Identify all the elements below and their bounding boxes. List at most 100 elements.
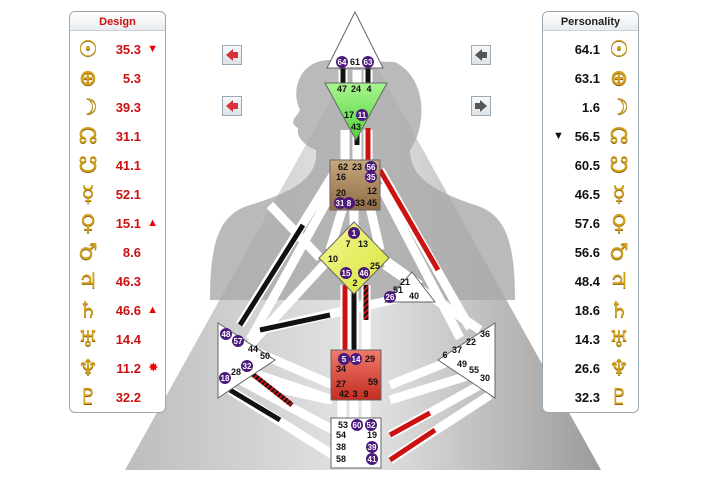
gate-label: 49: [457, 359, 467, 369]
gate-value: 14.3: [574, 332, 600, 347]
gate-label: 25: [370, 261, 380, 271]
fixing-marker: ▲: [147, 304, 158, 316]
personality-planet-row[interactable]: ☋60.5: [543, 151, 638, 180]
design-prev-button[interactable]: [222, 45, 242, 65]
arrow-left-icon: [226, 49, 238, 61]
gate-value: 26.6: [574, 361, 600, 376]
gate-label: 31: [336, 199, 345, 208]
arrow-left-icon: [475, 49, 487, 61]
design-next-button[interactable]: [222, 96, 242, 116]
personality-planet-row[interactable]: ☽1.6: [543, 93, 638, 122]
design-planet-row[interactable]: ⊕5.3: [70, 64, 165, 93]
design-planet-row[interactable]: ♆11.2✸: [70, 354, 165, 383]
gate-marker: [220, 328, 232, 340]
gate-value: 46.6: [115, 303, 141, 318]
gate-value: 57.6: [574, 216, 600, 231]
personality-planet-row[interactable]: ☉ 64.1: [543, 35, 638, 64]
root-gates: 53 60 52 54 19 38 39 58 41: [336, 419, 378, 465]
sun-icon: ☉: [609, 37, 629, 62]
fixing-marker: ▲: [147, 217, 158, 229]
personality-planet-row[interactable]: ♄18.6: [543, 296, 638, 325]
gate-marker: [384, 291, 396, 303]
gate-label: 29: [365, 354, 375, 364]
gate-marker: [348, 227, 360, 239]
gate-label: 5: [342, 355, 347, 364]
gate-marker: [343, 197, 355, 209]
personality-planet-row[interactable]: ♇32.3: [543, 383, 638, 412]
design-planet-row[interactable]: ♂8.6: [70, 238, 165, 267]
ajna-gates: 47 24 4 17 11 43: [337, 84, 372, 132]
fixing-marker: ▼: [553, 130, 564, 142]
gate-value: 39.3: [115, 100, 141, 115]
gate-label: 9: [363, 389, 368, 399]
gate-label: 43: [351, 122, 361, 132]
neptune-icon: ♆: [78, 356, 98, 381]
gate-value: 60.5: [574, 158, 600, 173]
jupiter-icon: ♃: [78, 269, 98, 294]
gate-label: 40: [409, 291, 419, 301]
design-planet-row[interactable]: ♃46.3: [70, 267, 165, 296]
gate-value: 31.1: [115, 129, 141, 144]
arrow-right-icon: [475, 100, 487, 112]
gate-label: 6: [442, 350, 447, 360]
gate-value: 64.1: [574, 42, 600, 57]
gate-label: 52: [367, 421, 376, 430]
gate-label: 1: [352, 229, 357, 238]
personality-planet-row[interactable]: ♂56.6: [543, 238, 638, 267]
south-node-icon: ☋: [78, 153, 98, 178]
gate-value: 14.4: [115, 332, 141, 347]
gate-label: 38: [336, 442, 346, 452]
gate-label: 7: [345, 239, 350, 249]
pluto-icon: ♇: [609, 385, 629, 410]
gate-label: 42: [339, 389, 349, 399]
gate-label: 51: [393, 285, 403, 295]
design-planet-row[interactable]: ☽39.3: [70, 93, 165, 122]
design-planet-row[interactable]: ♅14.4: [70, 325, 165, 354]
gate-label: 41: [368, 455, 377, 464]
gate-label: 26: [386, 293, 395, 302]
gate-label: 8: [347, 199, 352, 208]
gate-label: 27: [336, 379, 346, 389]
personality-planet-row[interactable]: ☿46.5: [543, 180, 638, 209]
gate-marker: [362, 56, 374, 68]
gate-label: 58: [336, 454, 346, 464]
design-planet-row[interactable]: ☉35.3▼: [70, 35, 165, 64]
gate-label: 46: [360, 269, 369, 278]
gate-label: 59: [368, 377, 378, 387]
gate-marker: [241, 360, 253, 372]
gate-value: 5.3: [122, 71, 141, 86]
gate-label: 18: [221, 374, 230, 383]
personality-prev-button[interactable]: [471, 45, 491, 65]
north-node-icon: ☊: [609, 124, 629, 149]
design-planet-row[interactable]: ☿52.1: [70, 180, 165, 209]
design-planet-row[interactable]: ♀15.1▲: [70, 209, 165, 238]
design-planet-row[interactable]: ☋41.1: [70, 151, 165, 180]
gate-label: 37: [452, 345, 462, 355]
gate-label: 19: [367, 430, 377, 440]
head-center: [326, 10, 384, 69]
gate-label: 13: [358, 239, 368, 249]
personality-planet-row[interactable]: ♆26.6: [543, 354, 638, 383]
personality-planet-row[interactable]: ⊕63.1: [543, 64, 638, 93]
mars-icon: ♂: [78, 240, 98, 265]
personality-planet-row[interactable]: ♅14.3: [543, 325, 638, 354]
design-planet-row[interactable]: ☊31.1: [70, 122, 165, 151]
personality-title: Personality: [543, 14, 638, 31]
gate-marker: [365, 161, 377, 173]
gate-label: 57: [234, 337, 243, 346]
gate-label: 47: [337, 84, 347, 94]
personality-planet-row[interactable]: ☊56.5▼: [543, 122, 638, 151]
personality-planet-row[interactable]: ♃48.4: [543, 267, 638, 296]
personality-next-button[interactable]: [471, 96, 491, 116]
gate-marker: [334, 197, 346, 209]
gate-label: 12: [367, 186, 377, 196]
gate-marker: [350, 353, 362, 365]
design-planet-row[interactable]: ♇32.2: [70, 383, 165, 412]
ego-center: [383, 271, 437, 303]
personality-planet-row[interactable]: ♀57.6: [543, 209, 638, 238]
gate-label: 33: [355, 198, 365, 208]
gate-label: 62: [338, 162, 348, 172]
gate-label: 36: [480, 329, 490, 339]
design-planet-row[interactable]: ♄46.6▲: [70, 296, 165, 325]
